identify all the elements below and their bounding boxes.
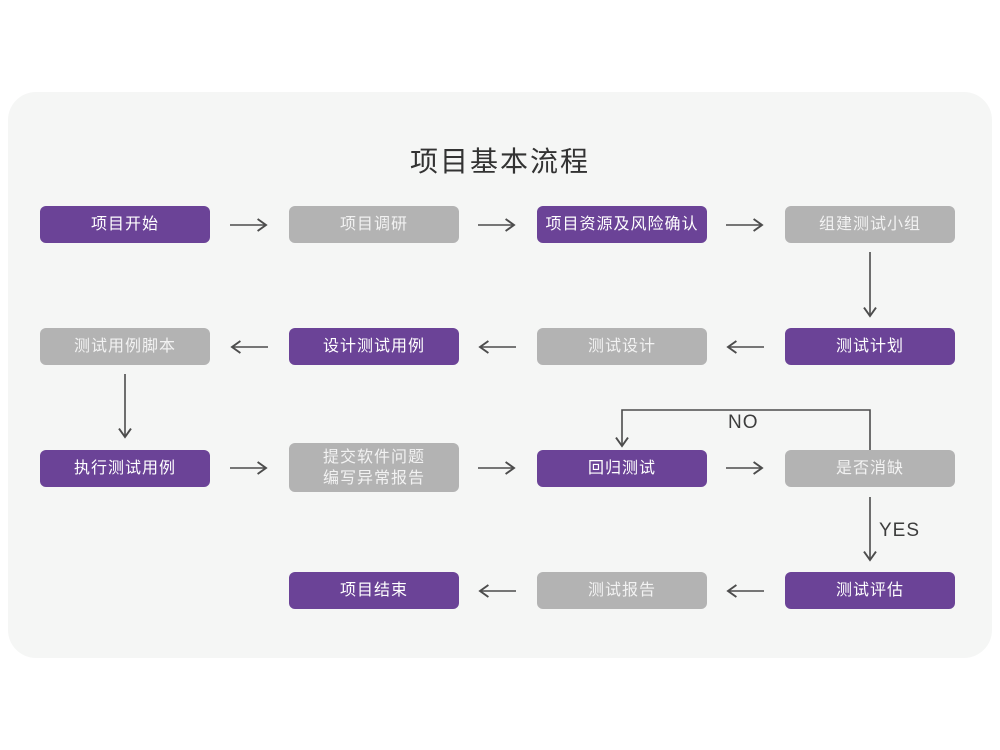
flow-node-label: 测试评估	[835, 582, 904, 599]
flow-node-label: 是否消缺	[835, 460, 904, 477]
flow-node-submit-issue-write-report: 提交软件问题 编写异常报告	[289, 443, 459, 492]
flow-node-label: 测试报告	[587, 582, 656, 599]
flow-node-label: 组建测试小组	[818, 216, 921, 233]
flow-node-label: 测试计划	[835, 338, 904, 355]
flow-node-label: 项目开始	[90, 216, 159, 233]
flow-node-test-evaluation: 测试评估	[785, 572, 955, 609]
flow-node-label: 执行测试用例	[73, 460, 176, 477]
flow-node-test-case-script: 测试用例脚本	[40, 328, 210, 365]
flow-node-label: 测试设计	[587, 338, 656, 355]
flow-node-label: 设计测试用例	[322, 338, 425, 355]
flow-node-project-start: 项目开始	[40, 206, 210, 243]
flow-node-test-plan: 测试计划	[785, 328, 955, 365]
flow-node-resource-risk-confirm: 项目资源及风险确认	[537, 206, 707, 243]
edge-label-yes: YES	[879, 520, 921, 541]
flow-node-label: 回归测试	[587, 460, 656, 477]
flow-node-label: 项目资源及风险确认	[545, 216, 699, 233]
edge-label-no: NO	[728, 412, 759, 433]
flow-node-label: 项目结束	[339, 582, 408, 599]
flow-node-design-test-case: 设计测试用例	[289, 328, 459, 365]
flow-node-project-end: 项目结束	[289, 572, 459, 609]
flowchart-card-background	[8, 92, 992, 658]
flow-node-label-line2: 编写异常报告	[322, 469, 425, 487]
flow-node-test-report: 测试报告	[537, 572, 707, 609]
diagram-title: 项目基本流程	[409, 146, 590, 177]
flow-node-project-research: 项目调研	[289, 206, 459, 243]
flow-node-label: 测试用例脚本	[73, 338, 176, 355]
flow-node-build-test-team: 组建测试小组	[785, 206, 955, 243]
flow-node-test-design: 测试设计	[537, 328, 707, 365]
flow-node-execute-test-case: 执行测试用例	[40, 450, 210, 487]
flow-node-defect-resolved: 是否消缺	[785, 450, 955, 487]
flow-node-label: 项目调研	[339, 216, 408, 233]
flow-node-label-line1: 提交软件问题	[322, 448, 425, 466]
flow-node-regression-test: 回归测试	[537, 450, 707, 487]
